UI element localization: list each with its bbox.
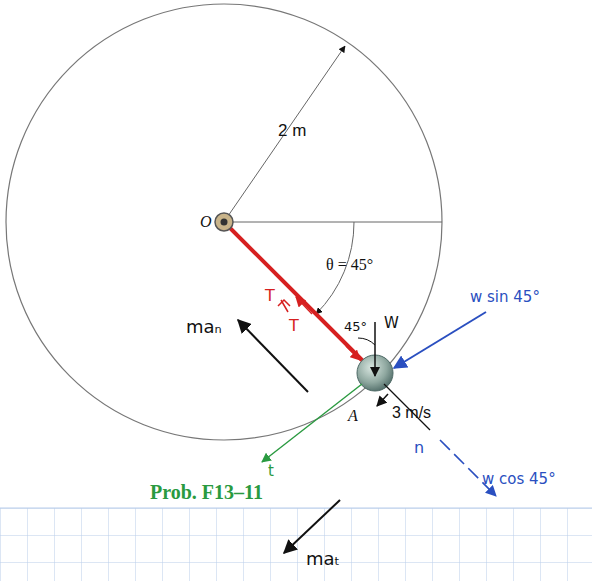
reference-line: [224, 222, 442, 223]
force-label: maₙ: [186, 318, 222, 336]
pin-hole: [221, 219, 228, 226]
angle-label: 45°: [344, 320, 367, 333]
grid-paper: [0, 508, 592, 581]
force-label: W: [384, 316, 399, 331]
velocity-arrow: [377, 394, 388, 406]
weight-arrow: [374, 322, 376, 376]
tension-arrow: [296, 297, 312, 314]
tangent-axis: [262, 384, 362, 462]
axis-label: t: [268, 464, 274, 479]
inertia-arrow: [284, 500, 340, 553]
dimension-label: 2 m: [278, 122, 306, 139]
cord: [224, 222, 364, 362]
force-label: T: [265, 288, 275, 304]
force-label: T: [289, 318, 299, 334]
velocity-label: 3 m/s: [392, 405, 431, 421]
angle-arc: [358, 338, 375, 345]
grid-line: [0, 508, 592, 509]
force-label: w cos 45°: [482, 472, 556, 487]
tension-arrow: [346, 346, 360, 360]
force-component-arrow: [440, 440, 496, 496]
radius-dimension: [228, 46, 345, 216]
path-circle: [6, 4, 442, 440]
point-label: O: [200, 214, 212, 230]
force-component-arrow: [394, 312, 486, 368]
force-label: maₜ: [306, 550, 340, 568]
point-label: A: [348, 408, 358, 424]
tension-mark: [278, 300, 290, 312]
figure-caption: Prob. F13–11: [150, 482, 263, 502]
axis-label: n: [414, 440, 424, 456]
angle-label: θ = 45°: [326, 257, 373, 273]
pin: [215, 213, 233, 231]
force-label: w sin 45°: [470, 290, 540, 305]
